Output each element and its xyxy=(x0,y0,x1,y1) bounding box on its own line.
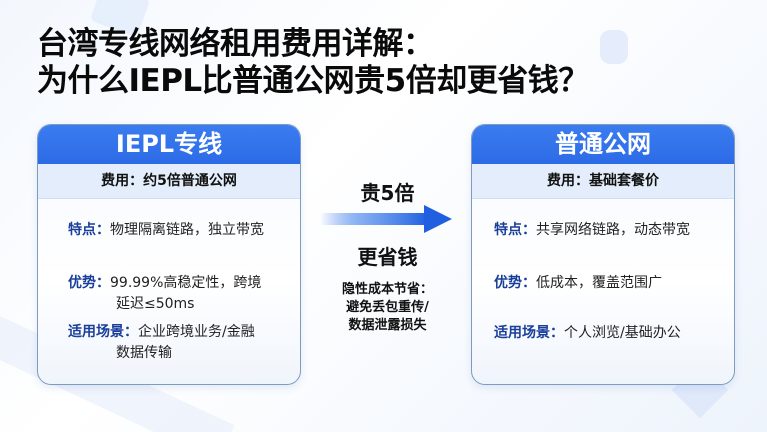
row-value: 企业跨境业务/金融 xyxy=(138,324,255,340)
advantage-row: 优势：99.99%高稳定性，跨境 延迟≤50ms xyxy=(68,273,261,315)
title-line-2: 为什么IEPL比普通公网贵5倍却更省钱？ xyxy=(37,63,589,99)
row-key: 特点： xyxy=(68,222,110,238)
page-title: 台湾专线网络租用费用详解： 为什么IEPL比普通公网贵5倍却更省钱？ xyxy=(37,26,589,100)
row-key: 优势： xyxy=(494,275,536,291)
row-value: 99.99%高稳定性，跨境 xyxy=(110,275,262,291)
row-value: 个人浏览/基础办公 xyxy=(564,325,681,341)
advantage-row: 优势：低成本，覆盖范围广 xyxy=(494,273,662,294)
public-network-card: 普通公网 费用：基础套餐价 特点：共享网络链路，动态带宽 优势：低成本，覆盖范围… xyxy=(471,124,735,385)
background-decoration xyxy=(600,30,628,64)
title-line-1: 台湾专线网络租用费用详解： xyxy=(37,26,434,62)
cost-saving-label: 更省钱 xyxy=(357,245,418,269)
row-value: 物理隔离链路，独立带宽 xyxy=(110,222,264,238)
note-line: 数据泄露损失 xyxy=(348,318,427,333)
feature-row: 特点：共享网络链路，动态带宽 xyxy=(494,220,690,241)
card-fee: 费用：基础套餐价 xyxy=(472,164,734,199)
card-fee: 费用：约5倍普通公网 xyxy=(38,164,300,199)
row-key: 适用场景： xyxy=(68,324,138,340)
row-value: 低成本，覆盖范围广 xyxy=(536,275,662,291)
card-header: 普通公网 xyxy=(472,125,734,164)
row-value: 共享网络链路，动态带宽 xyxy=(536,222,690,238)
row-value-continued: 延迟≤50ms xyxy=(116,296,195,312)
row-key: 优势： xyxy=(68,275,110,291)
row-value-continued: 数据传输 xyxy=(116,345,172,361)
scenario-row: 适用场景：个人浏览/基础办公 xyxy=(494,323,681,344)
right-arrow-icon xyxy=(320,205,452,233)
row-key: 适用场景： xyxy=(494,325,564,341)
hidden-cost-note: 隐性成本节省： 避免丢包重传/ 数据泄露损失 xyxy=(310,281,465,335)
card-header: IEPL专线 xyxy=(38,125,300,164)
scenario-row: 适用场景：企业跨境业务/金融 数据传输 xyxy=(68,322,255,364)
note-line: 隐性成本节省： xyxy=(341,282,433,297)
price-multiplier-label: 贵5倍 xyxy=(360,181,415,205)
iepl-card: IEPL专线 费用：约5倍普通公网 特点：物理隔离链路，独立带宽 优势：99.9… xyxy=(37,124,301,385)
note-line: 避免丢包重传/ xyxy=(346,300,429,315)
row-key: 特点： xyxy=(494,222,536,238)
feature-row: 特点：物理隔离链路，独立带宽 xyxy=(68,220,264,241)
